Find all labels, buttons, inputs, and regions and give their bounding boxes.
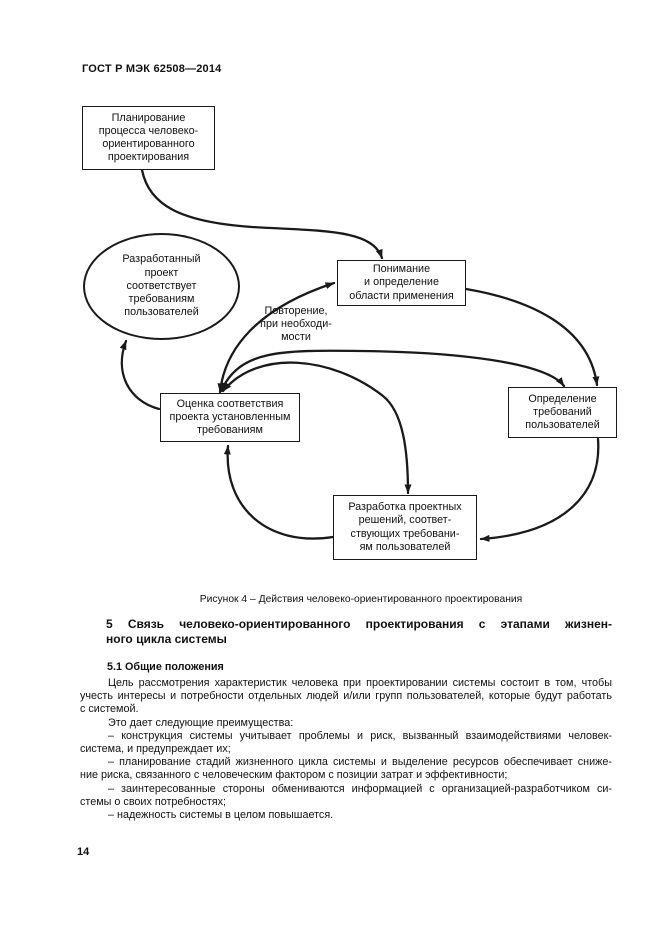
iteration-arrow-evaluation-understanding	[217, 281, 336, 394]
node-developed-project-ellipse: Разработанный проект соответствует требо…	[83, 233, 240, 340]
page-number: 14	[77, 846, 90, 858]
body-text-line: – планирование стадий жизненного цикла с…	[108, 756, 612, 769]
iteration-label: Повторение, при необходи- мости	[260, 305, 332, 344]
iteration-arrow-evaluation-solutions	[221, 361, 412, 495]
node-understanding-box: Понимание и определение области применен…	[337, 260, 466, 306]
document-header: ГОСТ Р МЭК 62508—2014	[82, 63, 222, 75]
body-text-line: – заинтересованные стороны обмениваются …	[108, 782, 612, 795]
body-text-line: стемы о своих потребностях;	[80, 795, 227, 808]
iteration-arrow-evaluation-requirements	[219, 349, 566, 393]
figure-caption: Рисунок 4 – Действия человеко-ориентиров…	[199, 594, 523, 605]
flowchart-arrows	[119, 168, 600, 542]
node-user-requirements-box: Определение требований пользователей	[508, 387, 617, 438]
arrow-evaluation-to-developed-project	[119, 339, 161, 411]
body-text-line: учесть интересы и потребности отдельных …	[80, 690, 612, 703]
arrow-solutions-to-evaluation	[223, 444, 335, 540]
body-text-line: ние риска, связанного с человеческим фак…	[80, 769, 508, 782]
body-text-line: Это дает следующие преимущества:	[108, 716, 294, 729]
section-heading-line: 5 Связь человеко-ориентированного проект…	[106, 617, 612, 631]
node-evaluation-box: Оценка соответствия проекта установленны…	[160, 393, 300, 442]
body-text-line: Цель рассмотрения характеристик человека…	[108, 677, 612, 689]
section-heading: 5 Связь человеко-ориентированного проект…	[106, 617, 612, 647]
section-subheading: 5.1 Общие положения	[107, 661, 224, 673]
arrow-planning-to-understanding	[140, 168, 384, 260]
body-text-line: с системой.	[80, 703, 139, 716]
body-text-line: система, и предупреждает их;	[80, 743, 231, 756]
body-text-line: – конструкция системы учитывает проблемы…	[108, 729, 612, 742]
section-heading-line: ного цикла системы	[106, 632, 227, 646]
body-text-line: – надежность системы в целом повышается.	[108, 809, 334, 822]
node-planning-box: Планирование процесса человеко- ориентир…	[82, 106, 215, 170]
node-design-solutions-box: Разработка проектных решений, соответ- с…	[333, 495, 477, 560]
arrow-requirements-to-solutions	[479, 437, 600, 542]
arrow-understanding-to-requirements	[464, 287, 600, 387]
body-text: Цель рассмотрения характеристик человека…	[80, 677, 612, 822]
